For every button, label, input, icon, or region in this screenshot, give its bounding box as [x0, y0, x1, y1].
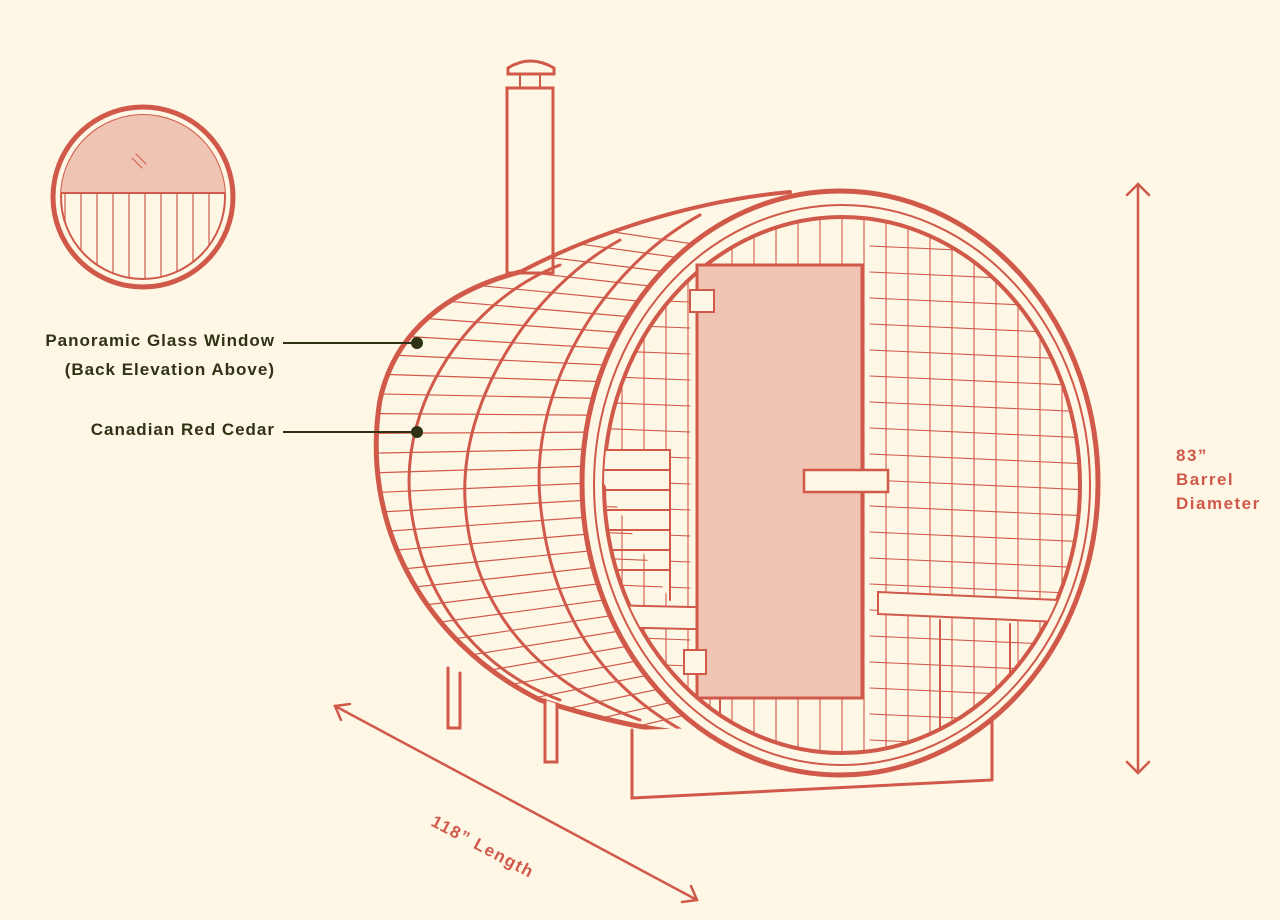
- stave-line: [869, 557, 1080, 569]
- barrel-front: [579, 188, 1101, 778]
- callout-subtext: (Back Elevation Above): [64, 360, 275, 379]
- diameter-arrow: [1125, 182, 1151, 775]
- callout-red-cedar: Canadian Red Cedar: [90, 420, 275, 439]
- stave-line: [869, 427, 1080, 439]
- stave-line: [869, 479, 1080, 491]
- callout-leaders: [283, 337, 423, 438]
- stave-line: [869, 531, 1080, 543]
- callout-text: Panoramic Glass Window: [45, 331, 275, 350]
- diameter-value: 83”: [1176, 446, 1208, 465]
- stave-line: [869, 453, 1080, 465]
- chimney: [505, 59, 556, 275]
- callout-panoramic-window: Panoramic Glass Window (Back Elevation A…: [45, 331, 275, 380]
- stave-line: [869, 583, 1080, 595]
- diameter-text-2: Diameter: [1176, 494, 1261, 513]
- back-window-elevation: [50, 104, 236, 290]
- stave-line: [869, 401, 1080, 413]
- stave-line: [869, 505, 1080, 517]
- stave-line: [869, 375, 1080, 387]
- door-handle: [802, 468, 890, 494]
- length-arrow: [333, 702, 699, 904]
- diameter-text-1: Barrel: [1176, 470, 1235, 489]
- diameter-label: 83” Barrel Diameter: [1176, 444, 1261, 516]
